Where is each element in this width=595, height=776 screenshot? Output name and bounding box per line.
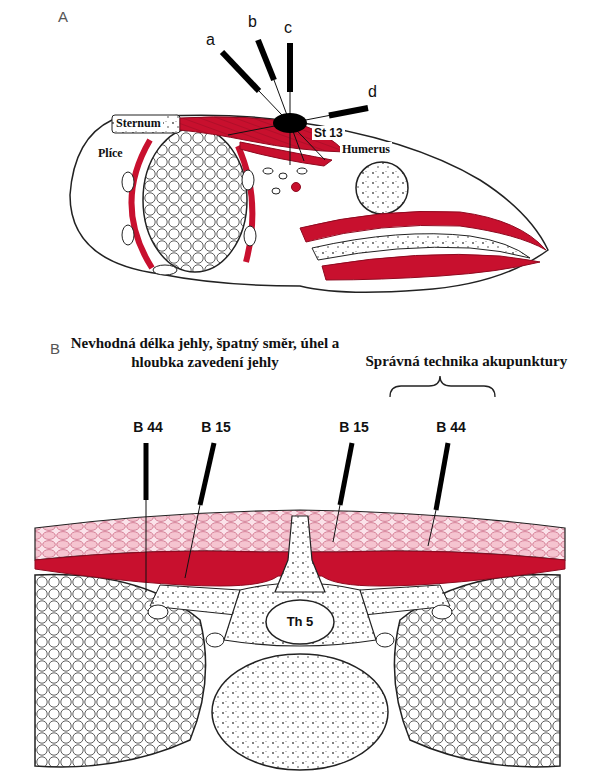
humerus-bone (356, 162, 408, 214)
needle-handle (258, 40, 274, 80)
rib-head (206, 633, 224, 647)
vertebral-body (212, 654, 388, 770)
needle-letter: c (284, 18, 292, 37)
needle-handle (144, 443, 149, 500)
lung (143, 128, 247, 272)
needle-handle (222, 52, 259, 91)
acupoint-marker (273, 113, 307, 133)
rib (122, 172, 134, 192)
needle-label: B 15 (339, 419, 369, 436)
vessel (297, 168, 307, 174)
needle-letter: b (248, 12, 257, 31)
acupoint-label: St 13 (312, 126, 345, 140)
organ-label: Sternum (114, 116, 163, 130)
needle-letter: d (368, 82, 377, 101)
needle-shaft (146, 500, 147, 592)
needle-label: B 44 (133, 419, 163, 436)
vessel (263, 168, 273, 174)
needle-handle (436, 443, 448, 510)
panel-letter: B (50, 340, 60, 358)
rib (148, 605, 168, 619)
needle-handle (200, 443, 214, 505)
needle-label: B 44 (436, 419, 466, 436)
muscle-band (322, 254, 540, 280)
rib (244, 226, 256, 246)
needle-label: B 15 (201, 419, 231, 436)
rib (242, 170, 254, 190)
needle-shaft (185, 505, 200, 578)
needle-handle (329, 108, 368, 116)
organ-label: Humerus (340, 142, 392, 156)
needle-letter: a (206, 30, 215, 49)
artery (292, 183, 301, 192)
heading: Správná technika akupunktury (366, 352, 568, 371)
sternum-bone (112, 115, 180, 133)
rib (122, 225, 134, 245)
panel-letter: A (58, 8, 68, 26)
body-outline (70, 115, 548, 292)
bracket (390, 376, 495, 397)
rib-head (376, 633, 394, 647)
vessel (272, 188, 280, 194)
needle-handle (287, 43, 293, 92)
spinal-canal (266, 600, 334, 644)
needle-shaft (333, 505, 340, 542)
organ-label: Plíce (96, 146, 125, 160)
pectoralis-minor (240, 142, 332, 166)
vessel (279, 173, 287, 179)
heading: Nevhodná délka jehly, špatný směr, úhel … (70, 334, 340, 372)
rib (432, 605, 452, 619)
vertebra-label: Th 5 (287, 614, 314, 630)
needle-handle (340, 443, 352, 505)
spinous-process (275, 516, 325, 592)
rib (153, 265, 177, 275)
needle-shaft (428, 510, 436, 546)
